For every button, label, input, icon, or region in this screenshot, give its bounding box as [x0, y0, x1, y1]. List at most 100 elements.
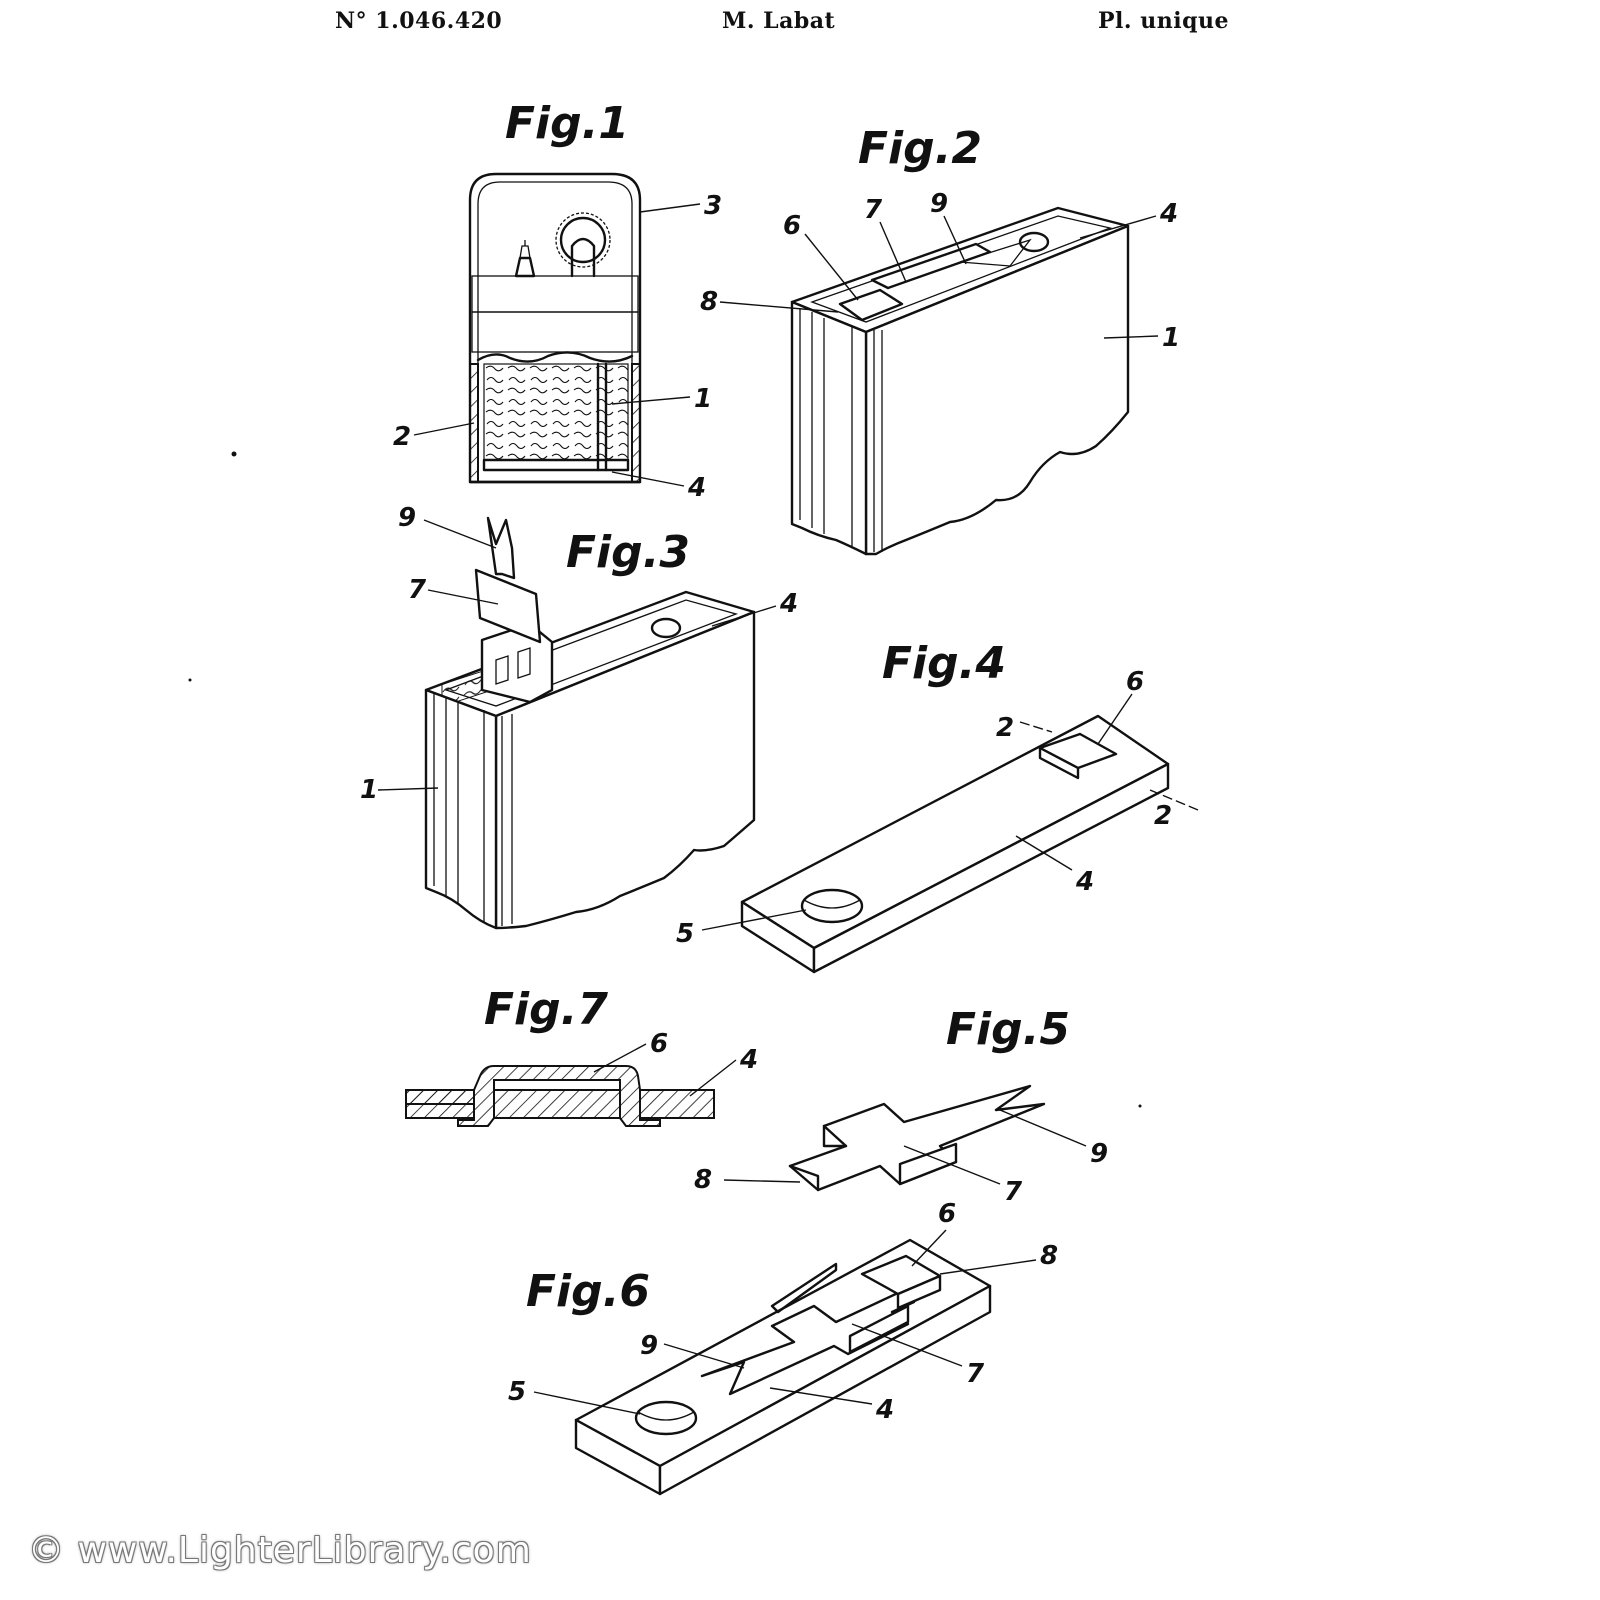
figure-4: Fig.4 2 2 6 4 5: [676, 638, 1199, 974]
fig4-section-label-bottom: 2: [1154, 801, 1172, 831]
fig2-leader-6: [804, 233, 859, 301]
fig6-hole-5: [634, 1400, 698, 1436]
fig1-ref-3: 3: [704, 191, 722, 221]
speck: [231, 451, 237, 457]
fig7-leader-6: [593, 1043, 647, 1073]
fig6-ref-7: 7: [966, 1359, 985, 1389]
fig2-leader-4: [1079, 215, 1157, 239]
fig4-lug-front: [1038, 746, 1080, 780]
fig4-section-mark-bottom: [1149, 789, 1199, 811]
fig4-plate-side-edge: [812, 762, 1170, 974]
fig3-leader-7: [427, 589, 499, 605]
fig1-outer-case: [468, 172, 642, 484]
fig7-label: Fig.7: [484, 984, 608, 1035]
patent-number: N° 1.046.420: [335, 8, 503, 34]
fig2-cover-6: [838, 288, 904, 322]
fig1-flint-tube: [596, 362, 608, 472]
fig7-lug-section: [457, 1065, 661, 1127]
fig1-wick: [519, 240, 531, 259]
fig2-ref-6: 6: [783, 211, 801, 241]
fig6-ref-9: 9: [640, 1331, 658, 1361]
fig3-ref-9: 9: [398, 503, 416, 533]
fig4-ref-5: 5: [676, 919, 694, 949]
fig6-ref-8: 8: [1040, 1241, 1058, 1271]
fig3-ref-7: 7: [408, 575, 427, 605]
fig6-slide-flange-front: [848, 1304, 910, 1354]
fig2-side-shading: [799, 308, 883, 552]
fig4-hole-5: [800, 888, 864, 924]
speck: [1138, 1104, 1142, 1108]
fig1-ref-1: 1: [694, 384, 712, 414]
fig1-wick-holder: [514, 256, 536, 278]
fig5-tab-8: [788, 1164, 820, 1192]
fig1-leader-1: [611, 396, 691, 405]
fig3-ref-1: 1: [360, 775, 378, 805]
fig1-ref-2: 2: [393, 422, 411, 452]
fig1-flint-wheel: [559, 216, 607, 264]
fig4-leader-4: [1015, 835, 1073, 871]
fig4-section-label-top: 2: [996, 713, 1014, 743]
fig6-leader-8: [939, 1259, 1037, 1275]
fig3-front-face: [494, 610, 756, 930]
fig2-front-face: [864, 224, 1130, 556]
fig5-ref-9: 9: [1090, 1139, 1108, 1169]
fig2-ref-4: 4: [1159, 199, 1178, 229]
fig3-cover-6: [480, 622, 554, 704]
figure-1: Fig.1 3 1 2 4: [393, 98, 722, 503]
fig1-band-lower: [471, 311, 639, 353]
fig4-ref-6: 6: [1126, 667, 1144, 697]
fig3-side-shading: [433, 694, 513, 926]
fig6-leader-7: [851, 1323, 963, 1367]
fig6-leader-9: [663, 1343, 745, 1369]
fig1-ref-4: 4: [687, 473, 706, 503]
fig2-label: Fig.2: [858, 123, 982, 174]
fig6-leader-4: [769, 1387, 873, 1405]
fig2-ref-7: 7: [864, 195, 883, 225]
fig6-slide-flange-back: [770, 1262, 838, 1314]
speck: [188, 678, 192, 682]
fig5-ref-8: 8: [694, 1165, 712, 1195]
fig3-slide-7: [474, 568, 542, 644]
fig3-ref-4: 4: [779, 589, 798, 619]
fig7-ref-6: 6: [650, 1029, 668, 1059]
fig2-filler-screw: [1018, 231, 1050, 253]
fig6-ref-5: 5: [508, 1377, 526, 1407]
fig6-lug-front: [896, 1274, 942, 1310]
fig5-leader-9: [999, 1109, 1087, 1147]
fig4-leader-5: [701, 909, 807, 931]
fig2-side-face: [790, 300, 868, 556]
figure-2: Fig.2 6 7 9 4 8 1: [700, 123, 1180, 556]
figure-3: Fig.3 9 7 4 1: [360, 503, 798, 930]
fig6-ref-6: 6: [938, 1199, 956, 1229]
fig5-slide-7-with-spring-9: [788, 1084, 1046, 1192]
fig6-label: Fig.6: [526, 1266, 650, 1317]
fig1-leader-4: [611, 471, 685, 487]
fig7-plate-middle: [493, 1089, 621, 1119]
fig7-plate-right: [639, 1089, 715, 1119]
figure-7: Fig.7 6 4: [405, 984, 758, 1127]
fig3-top-rim: [444, 599, 739, 707]
fig1-right-wall-section: [631, 363, 641, 483]
fig1-label: Fig.1: [505, 98, 629, 149]
fig3-spring-9: [486, 516, 516, 580]
fig7-leader-4: [689, 1059, 737, 1097]
fig2-spring-9: [959, 238, 1032, 267]
fig5-leader-7: [903, 1145, 1001, 1185]
fig6-leader-6: [911, 1229, 947, 1267]
fig5-ref-7: 7: [1004, 1177, 1023, 1207]
fig2-ref-9: 9: [930, 189, 948, 219]
fig3-label: Fig.3: [566, 527, 690, 578]
fig3-leader-9: [423, 519, 497, 549]
watermark: © www.LighterLibrary.com: [28, 1530, 532, 1571]
fig1-bottom-plate: [482, 458, 630, 472]
fig2-leader-7: [879, 221, 907, 283]
fig4-hole-depth: [803, 899, 861, 909]
fig1-inner-wall: [477, 181, 633, 482]
fig1-break-line: [476, 351, 634, 363]
fig1-leader-3: [639, 203, 701, 213]
fig2-leader-8: [719, 301, 839, 313]
fig4-section-mark-top: [1019, 721, 1053, 733]
fig2-leader-9: [943, 215, 967, 265]
fig3-leader-1: [377, 787, 439, 791]
fig6-hole-depth: [637, 1411, 695, 1421]
